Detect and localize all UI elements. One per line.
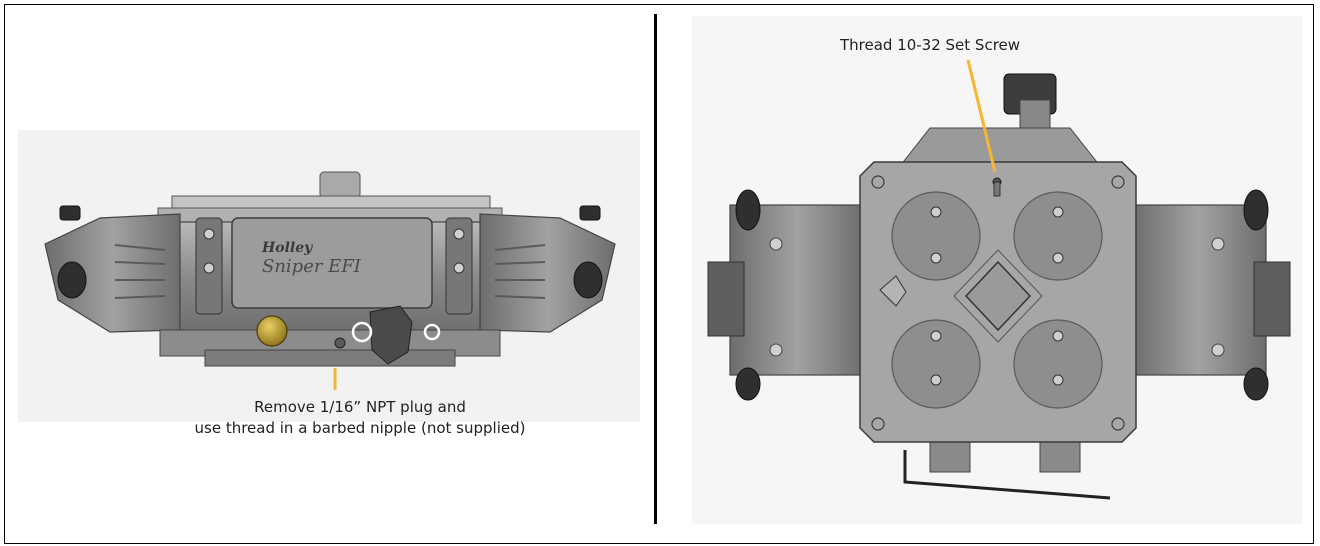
npt-plug-callout-line2: use thread in a barbed nipple (not suppl… bbox=[194, 419, 526, 437]
set-screw-callout: Thread 10-32 Set Screw bbox=[839, 36, 1021, 54]
top-view-throttle-body bbox=[707, 73, 1291, 500]
npt-plug-callout-line1: Remove 1/16” NPT plug and bbox=[254, 398, 466, 416]
svg-text:Holley: Holley bbox=[261, 240, 313, 256]
svg-text:Sniper EFI: Sniper EFI bbox=[262, 256, 362, 277]
panel-divider bbox=[654, 14, 657, 524]
leader-line-set-screw bbox=[966, 59, 997, 173]
npt-plug bbox=[256, 315, 288, 347]
npt-plug-callout: Remove 1/16” NPT plug and use thread in … bbox=[150, 397, 570, 439]
side-view-throttle-body: Holley Sniper EFI bbox=[44, 171, 616, 367]
